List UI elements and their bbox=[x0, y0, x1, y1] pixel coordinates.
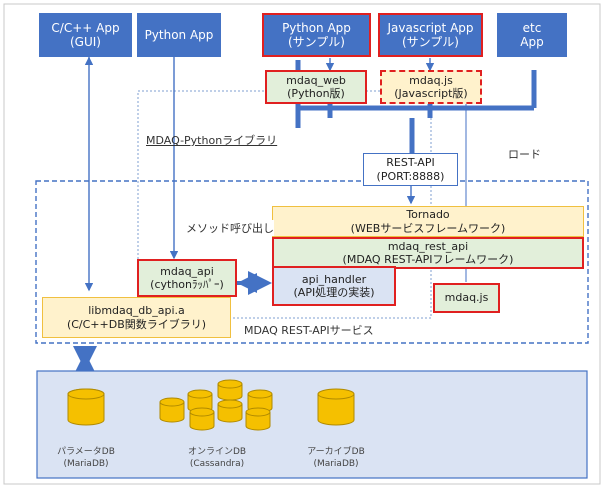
python-library-label: MDAQ-Pythonライブラリ bbox=[146, 134, 278, 147]
service-label: MDAQ REST-APIサービス bbox=[244, 324, 374, 337]
mdaq-api-title: mdaq_api bbox=[160, 264, 214, 278]
mdaq-rest-api-title: mdaq_rest_api bbox=[387, 239, 469, 253]
javascript-sample-title: Javascript App bbox=[387, 20, 474, 35]
parameter-db-cylinder bbox=[67, 388, 105, 426]
tornado-box: Tornado (WEBサービスフレームワーク) bbox=[272, 206, 584, 237]
archive-db-cylinder bbox=[317, 388, 355, 426]
online-db-engine: (Cassandra) bbox=[189, 458, 245, 469]
mdaq-rest-api-subtitle: (MDAQ REST-APIフレームワーク) bbox=[342, 253, 514, 266]
libmdaq-title: libmdaq_db_api.a bbox=[88, 304, 185, 318]
rest-api-box: REST-API (PORT:8888) bbox=[363, 153, 458, 186]
cpp-app-box: C/C++ App (GUI) bbox=[39, 13, 132, 57]
archive-db-title: アーカイブDB bbox=[307, 447, 365, 457]
parameter-db-label: パラメータDB (MariaDB) bbox=[41, 447, 131, 470]
service-region bbox=[35, 180, 589, 344]
outer-frame bbox=[3, 3, 601, 485]
python-sample-title: Python App bbox=[282, 20, 351, 35]
mdaq-web-title: mdaq_web bbox=[286, 73, 346, 87]
etc-app-subtitle: App bbox=[520, 35, 544, 49]
online-db-cylinders bbox=[159, 379, 273, 431]
mdaq-js-server-box: mdaq.js bbox=[433, 283, 500, 313]
api-handler-box: api_handler (API処理の実装) bbox=[272, 266, 396, 306]
python-sample-app-box: Python App (サンプル) bbox=[262, 13, 371, 57]
python-app-box: Python App bbox=[137, 13, 221, 57]
mdaq-web-subtitle: (Python版) bbox=[287, 87, 345, 100]
online-db-title: オンラインDB bbox=[187, 447, 247, 457]
python-app-title: Python App bbox=[144, 27, 214, 42]
javascript-sample-subtitle: (サンプル) bbox=[401, 35, 459, 49]
parameter-db-engine: (MariaDB) bbox=[63, 458, 109, 469]
load-label: ロード bbox=[508, 148, 541, 161]
mdaq-js-client-box: mdaq.js (Javascript版) bbox=[380, 70, 482, 104]
archive-db-label: アーカイブDB (MariaDB) bbox=[291, 447, 381, 470]
tornado-title: Tornado bbox=[406, 208, 450, 222]
archive-db-engine: (MariaDB) bbox=[313, 458, 359, 469]
online-db-label: オンラインDB (Cassandra) bbox=[172, 447, 262, 470]
etc-app-box: etc App bbox=[497, 13, 567, 57]
libmdaq-db-api-box: libmdaq_db_api.a (C/C++DB関数ライブラリ) bbox=[42, 297, 231, 338]
etc-app-title: etc bbox=[522, 20, 542, 35]
api-handler-title: api_handler bbox=[301, 272, 367, 286]
mdaq-rest-api-box: mdaq_rest_api (MDAQ REST-APIフレームワーク) bbox=[272, 237, 584, 269]
cpp-app-title: C/C++ App bbox=[51, 20, 120, 35]
mdaq-api-box: mdaq_api (cythonﾗｯﾊﾟｰ) bbox=[137, 259, 237, 297]
mdaq-js-client-subtitle: (Javascript版) bbox=[394, 87, 468, 100]
api-handler-subtitle: (API処理の実装) bbox=[293, 286, 375, 299]
tornado-subtitle: (WEBサービスフレームワーク) bbox=[350, 221, 506, 235]
mdaq-web-box: mdaq_web (Python版) bbox=[265, 70, 367, 104]
python-sample-subtitle: (サンプル) bbox=[287, 35, 345, 49]
rest-api-title: REST-API bbox=[386, 156, 435, 170]
javascript-sample-app-box: Javascript App (サンプル) bbox=[378, 13, 483, 57]
mdaq-api-subtitle: (cythonﾗｯﾊﾟｰ) bbox=[150, 278, 224, 291]
mdaq-js-server-title: mdaq.js bbox=[444, 291, 489, 305]
cpp-app-subtitle: (GUI) bbox=[70, 35, 101, 49]
rest-api-port: (PORT:8888) bbox=[376, 169, 445, 183]
libmdaq-subtitle: (C/C++DB関数ライブラリ) bbox=[66, 317, 207, 331]
database-panel bbox=[36, 370, 588, 479]
method-call-label: メソッド呼び出し bbox=[186, 220, 274, 236]
parameter-db-title: パラメータDB bbox=[57, 447, 115, 457]
mdaq-js-client-title: mdaq.js bbox=[409, 73, 453, 87]
